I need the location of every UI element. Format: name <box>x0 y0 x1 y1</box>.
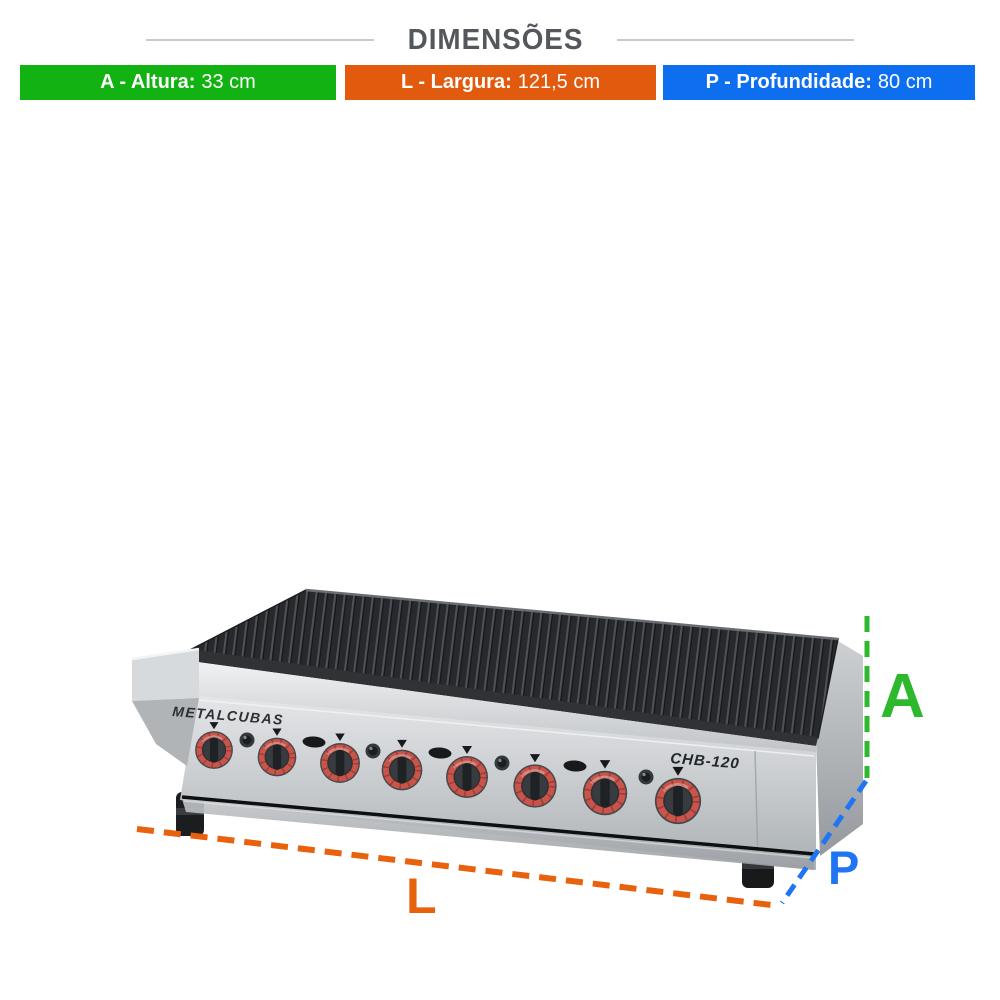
badge-altura-value: 33 cm <box>201 71 256 93</box>
badge-largura: L - Largura: 121,5 cm <box>345 65 656 100</box>
left-end-cap <box>131 647 200 766</box>
badge-altura: A - Altura: 33 cm <box>20 65 336 100</box>
height-dimension-letter: A <box>880 662 925 731</box>
badge-profundidade: P - Profundidade: 80 cm <box>663 65 975 100</box>
dimensions-header: DIMENSÕES <box>0 24 1000 56</box>
badge-profundidade-value: 80 cm <box>877 71 933 93</box>
badge-largura-value: 121,5 cm <box>517 71 601 93</box>
header-rule-right <box>617 39 855 41</box>
depth-dimension-line <box>779 779 869 905</box>
model-label: CHB-120 <box>670 750 741 772</box>
header-rule-left <box>145 39 374 41</box>
depth-dimension-letter: P <box>828 841 859 894</box>
grill-grate <box>187 588 839 746</box>
burner-slots <box>302 736 587 772</box>
width-dimension-letter: L <box>406 868 437 924</box>
badge-largura-label: L - Largura: <box>400 71 512 93</box>
badge-altura-label: A - Altura: <box>100 71 196 93</box>
page-title: DIMENSÕES <box>407 23 584 56</box>
badge-profundidade-label: P - Profundidade: <box>705 71 872 93</box>
top-front-rail <box>190 661 816 754</box>
